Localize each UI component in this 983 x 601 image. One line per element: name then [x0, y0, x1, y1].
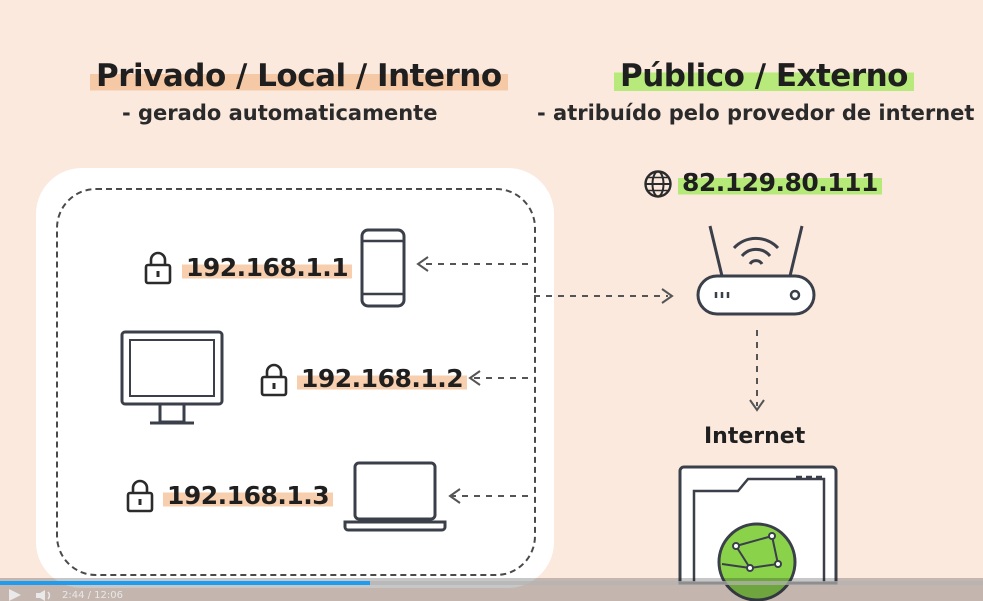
progress-fill	[0, 581, 370, 585]
lock-icon	[126, 479, 154, 513]
lock-icon	[144, 251, 172, 285]
device-ip-3: 192.168.1.3	[163, 481, 334, 510]
local-network-border	[56, 188, 536, 576]
public-heading: Público / Externo	[614, 58, 914, 94]
phone-icon	[360, 228, 406, 308]
public-ip: 82.129.80.111	[678, 168, 882, 197]
router-icon	[696, 225, 816, 316]
volume-icon[interactable]	[36, 590, 56, 601]
globe-network-icon	[717, 522, 797, 601]
internet-label: Internet	[704, 424, 806, 449]
device-ip-1: 192.168.1.1	[182, 253, 353, 282]
private-heading: Privado / Local / Interno	[90, 58, 508, 94]
progress-track[interactable]	[0, 581, 983, 585]
laptop-icon	[343, 461, 447, 532]
play-icon[interactable]	[8, 589, 22, 601]
playback-time: 2:44 / 12:06	[62, 590, 124, 601]
globe-icon	[644, 170, 672, 198]
lock-icon	[260, 363, 288, 397]
private-subtitle: - gerado automaticamente	[122, 101, 438, 125]
desktop-monitor-icon	[120, 330, 224, 425]
device-ip-2: 192.168.1.2	[297, 364, 468, 393]
public-subtitle: - atribuído pelo provedor de internet	[537, 101, 975, 125]
